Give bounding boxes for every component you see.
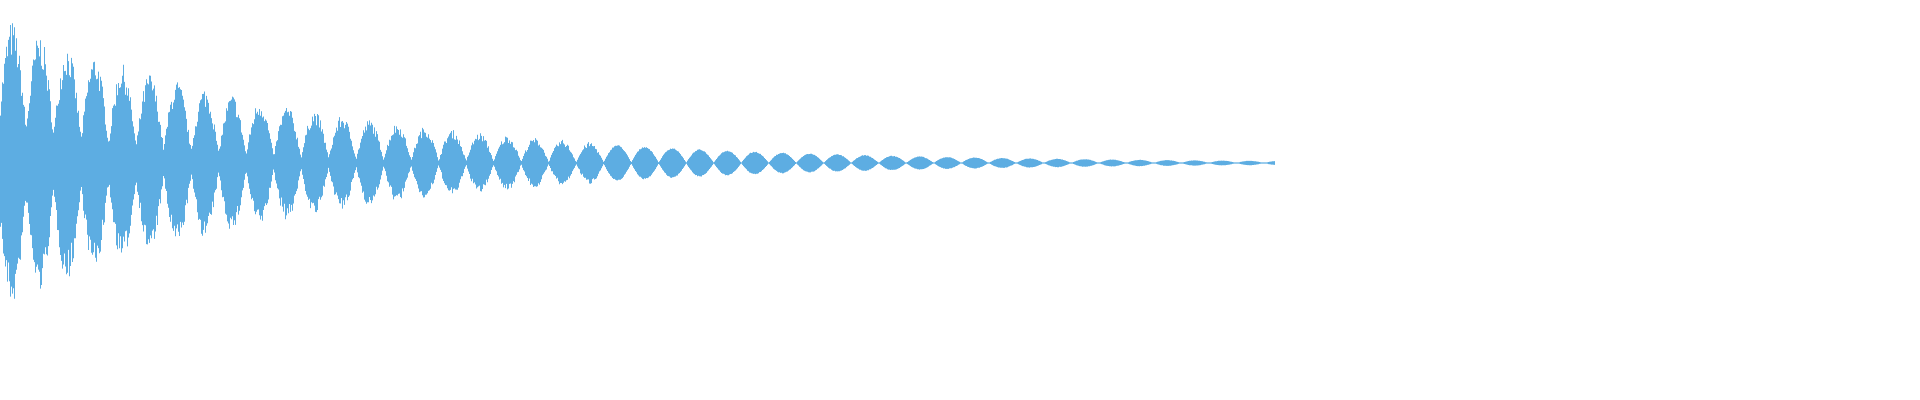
- waveform-path: [0, 23, 1275, 299]
